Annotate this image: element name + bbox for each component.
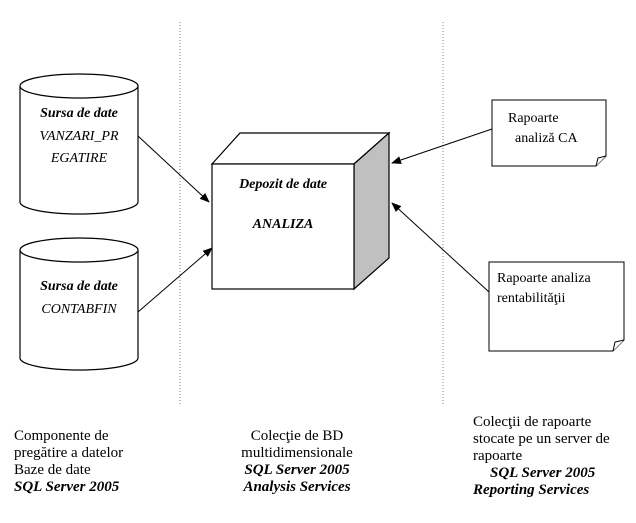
warehouse-title: Depozit de date — [238, 177, 327, 192]
source-1-title: Sursa de date — [40, 106, 118, 121]
report-document-1: Rapoarte analiză CA — [491, 99, 607, 167]
caption-middle-line2: multidimensionale — [241, 445, 353, 461]
report-document-2: Rapoarte analiza rentabilităţii — [488, 261, 625, 352]
caption-middle-service: Analysis Services — [243, 479, 351, 495]
arrow-report-2-to-warehouse — [391, 202, 490, 293]
arrow-source-2-to-warehouse — [137, 247, 213, 313]
caption-left: Componente de pregătire a datelor Baze d… — [14, 428, 123, 496]
caption-left-line3: Baze de date — [14, 462, 91, 478]
report-2-line2: rentabilităţii — [497, 291, 566, 306]
report-1-line2: analiză CA — [515, 131, 578, 146]
source-1-name-line1: VANZARI_PR — [39, 129, 119, 144]
cube-front-face — [211, 163, 355, 290]
caption-right-service: Reporting Services — [473, 482, 590, 498]
caption-right-line1: Colecţii de rapoarte — [473, 414, 592, 430]
warehouse-name: ANALIZA — [252, 217, 314, 232]
caption-right: Colecţii de rapoarte stocate pe un serve… — [473, 414, 610, 499]
report-1-line1: Rapoarte — [508, 111, 559, 126]
report-2-line1: Rapoarte analiza — [497, 271, 591, 286]
caption-left-line1: Componente de — [14, 428, 109, 444]
caption-middle: Colecţie de BD multidimensionale SQL Ser… — [222, 428, 372, 496]
warehouse-cube: Depozit de date ANALIZA — [210, 131, 391, 291]
caption-right-line3: rapoarte — [473, 448, 523, 464]
arrow-source-1-to-warehouse — [137, 135, 210, 203]
arrow-report-1-to-warehouse — [391, 128, 493, 164]
caption-left-line2: pregătire a datelor — [14, 445, 124, 461]
caption-middle-product: SQL Server 2005 — [244, 462, 350, 478]
source-cylinder-2: Sursa de date CONTABFIN — [19, 237, 139, 371]
caption-left-product: SQL Server 2005 — [14, 479, 120, 495]
source-2-name-line1: CONTABFIN — [41, 302, 117, 317]
source-2-title: Sursa de date — [40, 279, 118, 294]
caption-right-product: SQL Server 2005 — [490, 465, 596, 481]
source-cylinder-1: Sursa de date VANZARI_PR EGATIRE — [19, 73, 139, 215]
caption-right-line2: stocate pe un server de — [473, 431, 610, 447]
source-1-name-line2: EGATIRE — [50, 151, 108, 166]
caption-middle-line1: Colecţie de BD — [250, 428, 344, 444]
